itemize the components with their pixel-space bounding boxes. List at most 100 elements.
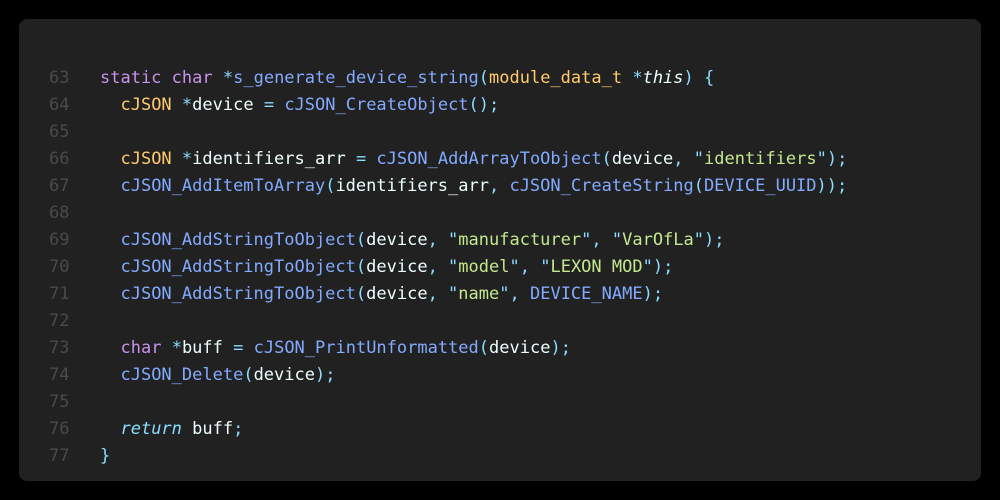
code-token: device [366, 284, 428, 304]
code-line: 73 char *buff = cJSON_PrintUnformatted(d… [19, 335, 981, 362]
code-token: ); [550, 338, 571, 358]
code-token: ( [325, 176, 336, 196]
code-line: 72 [19, 308, 981, 335]
line-source: } [100, 443, 110, 470]
code-token: , [673, 149, 694, 169]
code-line: 70 cJSON_AddStringToObject(device, "mode… [19, 254, 981, 281]
code-token: device [489, 338, 551, 358]
code-token: , [591, 230, 612, 250]
code-token: module_data_t [489, 68, 623, 88]
code-line: 63 static char *s_generate_device_string(… [19, 65, 981, 92]
code-token [172, 95, 182, 115]
code-token [622, 68, 632, 88]
line-source: cJSON *identifiers_arr = cJSON_AddArrayT… [100, 146, 847, 173]
code-token: ( [243, 365, 254, 385]
code-token: cJSON [120, 95, 172, 115]
code-token [100, 149, 120, 169]
code-token: ); [826, 149, 848, 169]
code-token: cJSON_AddStringToObject [120, 257, 356, 277]
code-token: = [253, 95, 285, 115]
code-token: cJSON_CreateObject [284, 95, 469, 115]
code-token [161, 68, 171, 88]
code-token: " [581, 230, 592, 250]
code-token: identifiers_arr [192, 149, 346, 169]
code-line: 75 [19, 389, 981, 416]
code-token: ( [355, 284, 367, 304]
line-source: char *buff = cJSON_PrintUnformatted(devi… [100, 335, 571, 362]
code-token: ); [652, 257, 674, 277]
code-token: * [222, 68, 234, 88]
code-token: = [222, 338, 254, 358]
code-token: * [181, 95, 193, 115]
code-token: " [816, 149, 827, 169]
line-number: 76 [49, 419, 70, 439]
code-token: " [448, 284, 459, 304]
code-line: 68 [19, 200, 981, 227]
code-token: , [427, 284, 449, 304]
code-token: device [611, 149, 674, 169]
code-line: 77} [19, 443, 981, 470]
code-line: 64 cJSON *device = cJSON_CreateObject(); [19, 92, 981, 119]
code-token: " [499, 284, 510, 304]
code-token: } [100, 446, 111, 466]
line-source: cJSON_AddStringToObject(device, "name", … [100, 281, 663, 308]
line-source: cJSON_Delete(device); [100, 362, 335, 389]
code-token: ( [478, 338, 490, 358]
code-token: " [509, 257, 520, 277]
code-token: " [448, 257, 459, 277]
code-token: * [181, 149, 193, 169]
line-source: static char *s_generate_device_string(mo… [100, 65, 714, 92]
line-source: cJSON_AddItemToArray(identifiers_arr, cJ… [100, 173, 847, 200]
code-token: ); [642, 284, 664, 304]
code-token: = [345, 149, 377, 169]
code-token: , [509, 284, 530, 304]
code-token: , [519, 257, 541, 277]
line-number: 67 [49, 176, 70, 196]
line-number: 70 [49, 257, 70, 277]
line-number: 64 [49, 95, 70, 115]
code-token: char [171, 68, 213, 88]
code-line: 65 [19, 119, 981, 146]
code-token: static [100, 68, 162, 88]
code-token [213, 68, 223, 88]
code-line: 74 cJSON_Delete(device); [19, 362, 981, 389]
code-token [100, 419, 120, 439]
line-number: 75 [49, 392, 70, 412]
code-token: cJSON_AddStringToObject [120, 284, 356, 304]
code-token [100, 230, 120, 250]
line-number: 74 [49, 365, 70, 385]
code-token: " [693, 149, 704, 169]
line-source: cJSON *device = cJSON_CreateObject(); [100, 92, 499, 119]
code-token: device [366, 230, 428, 250]
line-number: 63 [49, 68, 70, 88]
code-token [100, 95, 120, 115]
code-token: return [120, 419, 182, 439]
line-number: 77 [49, 446, 70, 466]
line-number: 65 [49, 122, 70, 142]
code-token: " [642, 257, 653, 277]
code-token: DEVICE_UUID [703, 176, 817, 196]
code-token: cJSON_AddItemToArray [120, 176, 326, 196]
code-token [172, 149, 182, 169]
line-source: cJSON_AddStringToObject(device, "model",… [100, 254, 673, 281]
code-token: device [366, 257, 428, 277]
code-token: s_generate_device_string [233, 68, 479, 88]
code-token: ) [683, 68, 694, 88]
code-token: cJSON_AddStringToObject [120, 230, 356, 250]
code-token: , [427, 230, 449, 250]
code-token [100, 338, 120, 358]
code-token: identifiers_arr [335, 176, 489, 196]
line-number: 68 [49, 203, 70, 223]
code-token: this [642, 68, 684, 88]
code-token: ( [355, 257, 367, 277]
code-token: ( [478, 68, 490, 88]
code-token: cJSON_AddArrayToObject [376, 149, 602, 169]
code-token: " [693, 230, 705, 250]
code-token [100, 284, 120, 304]
code-token [100, 365, 120, 385]
code-token: " [448, 230, 459, 250]
line-number: 72 [49, 311, 70, 331]
code-token: cJSON [120, 149, 172, 169]
